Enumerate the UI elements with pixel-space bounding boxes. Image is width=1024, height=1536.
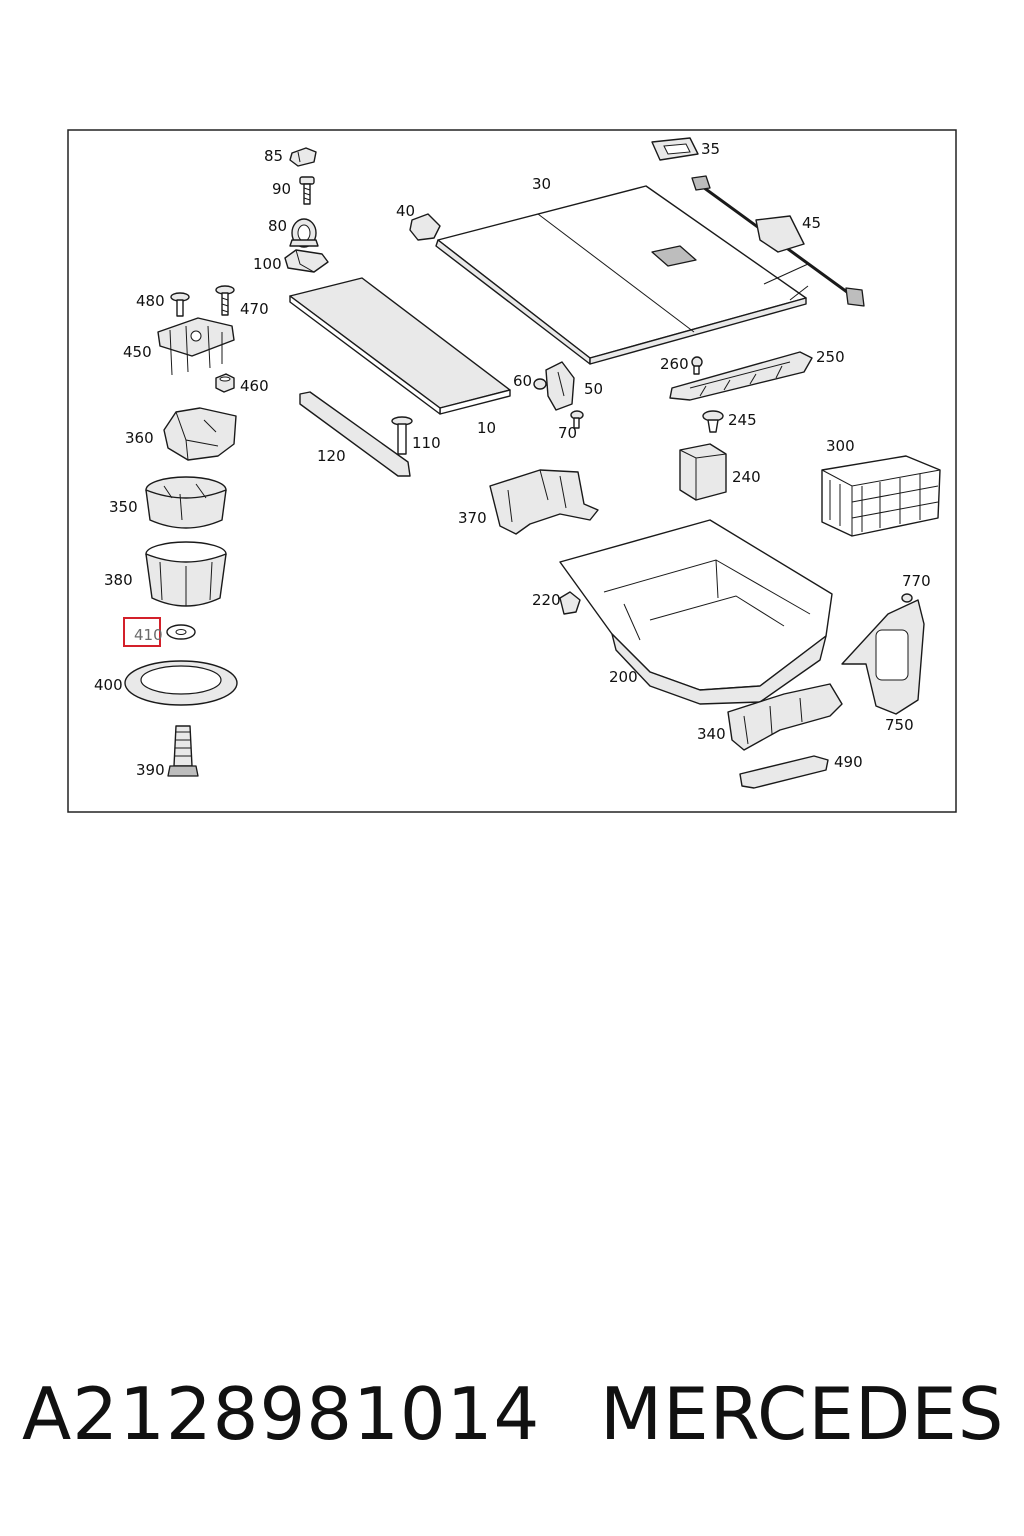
label-90: 90 bbox=[272, 180, 291, 198]
label-50: 50 bbox=[584, 380, 603, 398]
part-60-washer bbox=[533, 378, 547, 390]
part-410-washer bbox=[166, 624, 196, 640]
part-100-bracket bbox=[284, 249, 329, 273]
label-220: 220 bbox=[532, 591, 561, 609]
label-45: 45 bbox=[802, 214, 821, 232]
label-40: 40 bbox=[396, 202, 415, 220]
part-85-clip bbox=[289, 147, 317, 167]
part-380-basket-ring bbox=[145, 541, 227, 607]
diagram-frame bbox=[67, 129, 957, 813]
label-460: 460 bbox=[240, 377, 269, 395]
part-240-module bbox=[679, 443, 727, 501]
part-220-clip bbox=[559, 591, 581, 615]
callout-labels: 85 90 80 100 480 470 450 460 360 350 380… bbox=[94, 140, 931, 779]
label-80: 80 bbox=[268, 217, 287, 235]
label-350: 350 bbox=[109, 498, 138, 516]
label-110: 110 bbox=[412, 434, 441, 452]
label-340: 340 bbox=[697, 725, 726, 743]
label-450: 450 bbox=[123, 343, 152, 361]
label-30: 30 bbox=[532, 175, 551, 193]
label-370: 370 bbox=[458, 509, 487, 527]
part-480-screw bbox=[170, 292, 190, 317]
label-85: 85 bbox=[264, 147, 283, 165]
part-350-upper-tray bbox=[145, 476, 227, 529]
part-300-storage-crate bbox=[821, 455, 941, 537]
label-260: 260 bbox=[660, 355, 689, 373]
part-200-storage-tub bbox=[559, 519, 833, 705]
label-770: 770 bbox=[902, 572, 931, 590]
label-400: 400 bbox=[94, 676, 123, 694]
label-10: 10 bbox=[477, 419, 496, 437]
label-410: 410 bbox=[134, 626, 163, 644]
label-490: 490 bbox=[834, 753, 863, 771]
label-390: 390 bbox=[136, 761, 165, 779]
label-60: 60 bbox=[513, 372, 532, 390]
part-370-holder bbox=[489, 469, 599, 535]
part-340-bracket bbox=[727, 683, 843, 751]
label-120: 120 bbox=[317, 447, 346, 465]
exploded-parts-diagram: 85 90 80 100 480 470 450 460 360 350 380… bbox=[67, 129, 957, 813]
part-50-hinge bbox=[545, 361, 575, 411]
part-40-clip bbox=[409, 213, 441, 241]
caption: A2128981014 MERCEDES bbox=[22, 1372, 1012, 1482]
part-400-ring bbox=[124, 660, 238, 706]
part-390-spring-bolt bbox=[167, 725, 199, 777]
part-460-nut bbox=[215, 373, 235, 393]
label-300: 300 bbox=[826, 437, 855, 455]
part-90-bolt bbox=[299, 176, 315, 205]
part-750-side-frame bbox=[841, 599, 925, 715]
part-360-holder bbox=[163, 407, 237, 461]
label-245: 245 bbox=[728, 411, 757, 429]
label-70: 70 bbox=[558, 424, 577, 442]
part-110-pin bbox=[391, 416, 413, 455]
label-240: 240 bbox=[732, 468, 761, 486]
part-70-screw bbox=[570, 410, 584, 429]
label-250: 250 bbox=[816, 348, 845, 366]
part-30-load-floor-cover bbox=[435, 185, 807, 365]
part-490-pad bbox=[739, 755, 829, 789]
part-10-floor-panel bbox=[289, 277, 511, 415]
part-250-bracket-rail bbox=[669, 351, 813, 401]
part-80-lashing-ring bbox=[289, 218, 319, 248]
part-770-clip bbox=[901, 593, 913, 603]
label-35: 35 bbox=[701, 140, 720, 158]
label-100: 100 bbox=[253, 255, 282, 273]
label-480: 480 bbox=[136, 292, 165, 310]
label-470: 470 bbox=[240, 300, 269, 318]
part-35-handle bbox=[651, 137, 699, 161]
part-number: A2128981014 bbox=[22, 1372, 541, 1456]
part-450-mounting-plate bbox=[157, 317, 235, 376]
label-380: 380 bbox=[104, 571, 133, 589]
label-410-highlight-box bbox=[123, 617, 161, 647]
part-245-clip bbox=[702, 410, 724, 433]
brand-name: MERCEDES bbox=[600, 1372, 1005, 1456]
part-260-screw bbox=[691, 356, 703, 375]
label-360: 360 bbox=[125, 429, 154, 447]
part-470-screw bbox=[215, 285, 235, 316]
part-120-trim-strip bbox=[299, 391, 411, 477]
label-750: 750 bbox=[885, 716, 914, 734]
part-45-guide-rail bbox=[691, 175, 865, 307]
label-200: 200 bbox=[609, 668, 638, 686]
